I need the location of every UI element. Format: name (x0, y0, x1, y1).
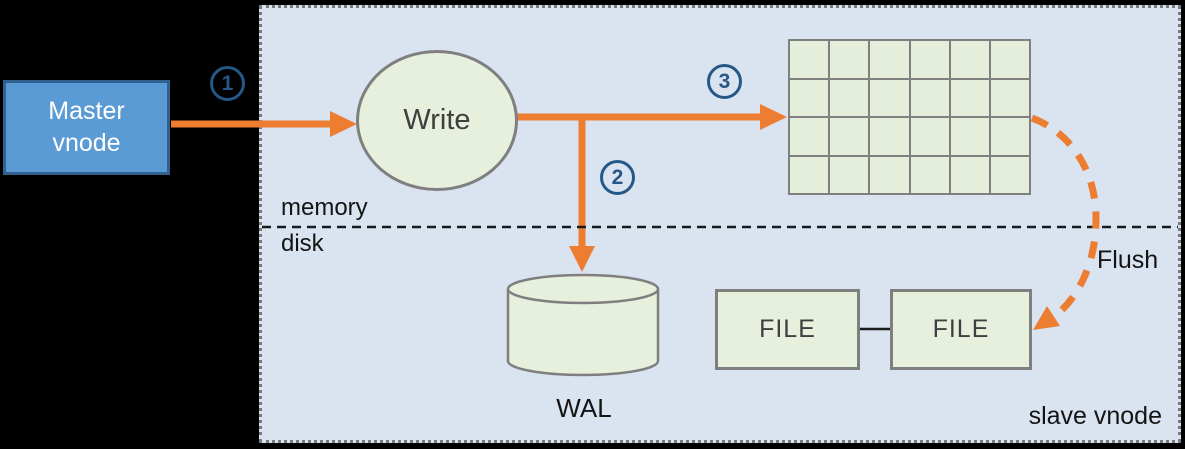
step-2-number: 2 (611, 165, 624, 189)
memtable-cell (910, 41, 949, 78)
memtable-cell (870, 118, 909, 155)
memtable-cell (910, 156, 949, 193)
step-2-badge: 2 (600, 160, 635, 195)
memtable-cell (990, 156, 1029, 193)
write-node-label: Write (403, 104, 471, 136)
memtable-cell (830, 118, 869, 155)
disk-label: disk (281, 230, 324, 257)
memtable-cell (790, 156, 829, 193)
memtable-cell (830, 156, 869, 193)
memtable-cell (990, 79, 1029, 116)
step-1-badge: 1 (210, 66, 245, 101)
memtable-cell (870, 156, 909, 193)
write-node: Write (356, 50, 518, 191)
step-3-badge: 3 (707, 64, 742, 99)
file-node-1-label: FILE (759, 315, 816, 343)
master-vnode-box: Master vnode (3, 80, 170, 175)
file-node-2: FILE (890, 289, 1032, 370)
memtable-cell (870, 79, 909, 116)
memtable-cell (910, 118, 949, 155)
memtable-cell (870, 41, 909, 78)
memtable-cell (790, 79, 829, 116)
master-vnode-label: Master vnode (48, 97, 125, 157)
memtable-cell (950, 156, 989, 193)
step-1-number: 1 (221, 71, 234, 95)
memtable-cell (830, 79, 869, 116)
memtable-cell (950, 79, 989, 116)
file-node-2-label: FILE (932, 315, 990, 343)
file-node-1: FILE (715, 289, 860, 370)
memtable-cell (990, 41, 1029, 78)
memtable-cell (950, 118, 989, 155)
step-3-number: 3 (718, 69, 731, 93)
memtable-cell (830, 41, 869, 78)
memtable-cell (910, 79, 949, 116)
memory-label: memory (281, 194, 368, 221)
memtable-cell (990, 118, 1029, 155)
memtable-cell (950, 41, 989, 78)
memtable-cell (790, 118, 829, 155)
memtable-cell (790, 41, 829, 78)
flush-label: Flush (1097, 246, 1159, 274)
wal-label: WAL (556, 393, 612, 423)
memtable-grid (788, 39, 1031, 195)
slave-vnode-label: slave vnode (1028, 402, 1162, 430)
